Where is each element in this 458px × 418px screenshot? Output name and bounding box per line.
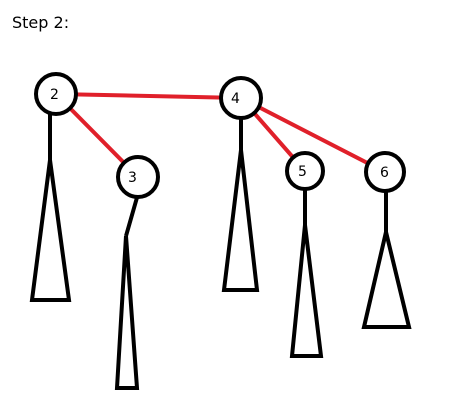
subtree-under-6 [361,190,412,329]
subtree-under-4 [221,116,260,292]
link-2-to-4 [54,92,243,100]
node-2: 2 [34,72,78,116]
node-3: 3 [116,155,160,199]
step-title: Step 2: [12,13,69,32]
subtree-under-3 [114,193,140,390]
subtree-under-2 [29,112,72,302]
node-4-label: 4 [231,91,240,107]
node-3-label: 3 [128,170,137,186]
node-3-circle [116,155,160,199]
subtree-under-5 [289,188,324,358]
node-5: 5 [285,151,325,191]
node-2-label: 2 [50,87,59,103]
node-6: 6 [364,151,406,193]
node-6-label: 6 [380,165,389,181]
node-5-label: 5 [298,164,307,180]
link-4-to-6 [239,96,387,174]
node-5-circle [285,151,325,191]
node-2-circle [34,72,78,116]
node-4-circle [219,76,263,120]
node-6-circle [364,151,406,193]
node-4: 4 [219,76,263,120]
